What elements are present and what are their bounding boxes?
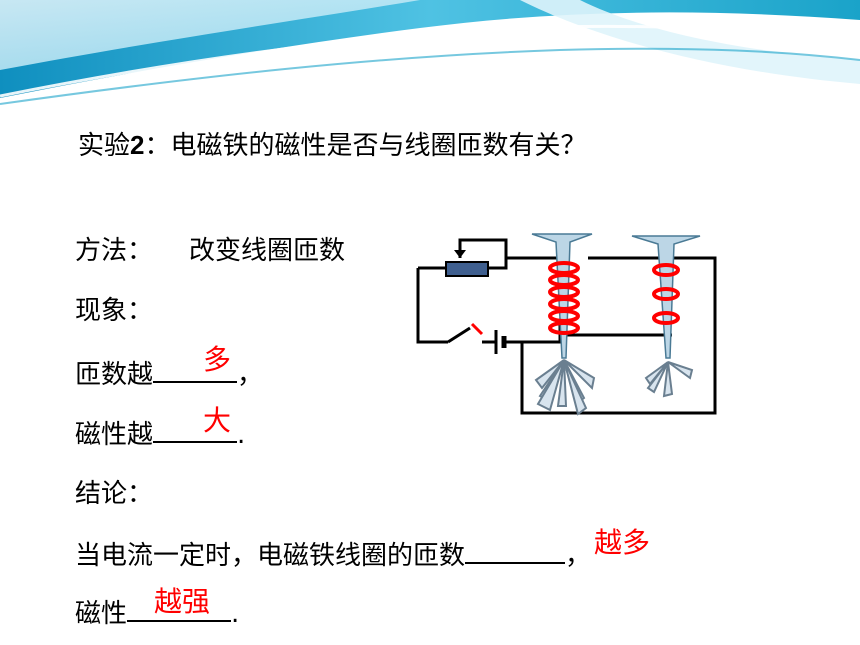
turns-blank [153,357,238,383]
title-number: 2 [130,130,145,160]
conclusion-line: 当电流一定时，电磁铁线圈的匝数 ， [75,538,591,573]
title-prefix: 实验 [78,131,131,161]
final-blank [127,596,232,622]
experiment-title: 实验2：电磁铁的磁性是否与线圈匝数有关？ [78,128,587,163]
electromagnet-few-turns [631,235,701,398]
method-label: 方法： [75,236,154,266]
conclusion-answer: 越多 [594,526,651,559]
turns-suffix: ， [237,360,264,390]
pins-cluster-small [644,361,694,398]
battery-icon [482,330,510,354]
title-question: ：电磁铁的磁性是否与线圈匝数有关？ [144,131,587,161]
switch-icon [447,322,484,344]
conclusion-blank [465,538,566,564]
pins-cluster-large [534,359,596,416]
conclusion-text: 当电流一定时，电磁铁线圈的匝数 [75,541,466,571]
electromagnet-many-turns [531,233,596,416]
turns-answer: 多 [203,343,232,376]
turns-prefix: 匝数越 [75,360,154,390]
magnet-line: 磁性越. [75,417,245,452]
final-answer: 越强 [154,585,211,618]
phenomenon-label: 现象： [75,296,154,326]
coil-many-turns [548,261,580,335]
method-line: 方法： 改变线圈匝数 [75,234,345,268]
coil-few-turns [652,263,680,325]
rheostat-icon [445,261,489,277]
electromagnet-circuit-diagram [416,233,717,416]
conclusion-label: 结论： [75,479,154,509]
magnet-blank [153,417,238,443]
magnet-answer: 大 [203,404,232,437]
method-text: 改变线圈匝数 [189,236,346,266]
header-banner [0,0,860,105]
final-suffix: . [231,599,240,629]
slider-arrow-icon [454,250,466,258]
final-line: 磁性. [75,596,239,631]
magnet-suffix: . [237,420,246,450]
turns-line: 匝数越 ， [75,357,263,392]
conclusion-suffix: ， [565,541,592,571]
final-prefix: 磁性 [75,599,128,629]
magnet-prefix: 磁性越 [75,420,154,450]
